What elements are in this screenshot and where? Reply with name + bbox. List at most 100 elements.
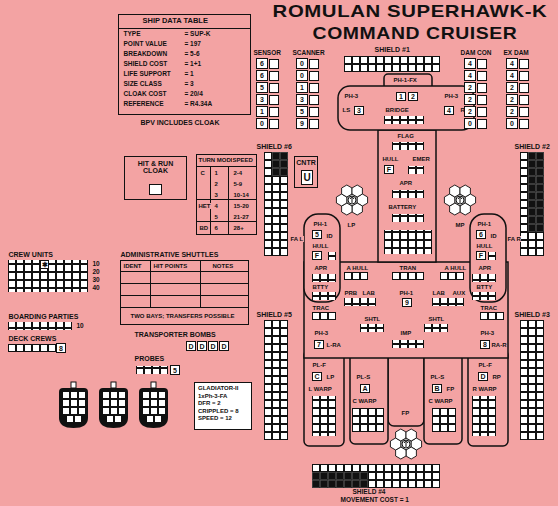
track-checkbox — [270, 96, 279, 105]
system-box: 5 — [312, 230, 322, 239]
hex-cell — [352, 185, 362, 197]
label-text: IDENT — [123, 263, 142, 269]
table-rule — [120, 260, 248, 308]
label-text: ADMINISTRATIVE SHUTTLES — [120, 251, 219, 258]
node-text: 5 — [315, 231, 319, 238]
node-text: 1 — [399, 93, 403, 100]
system-box: 6 — [256, 70, 268, 81]
label-text: SIZE CLASS — [123, 81, 162, 88]
system-box: 9 — [296, 118, 308, 129]
label-text: RA-R — [491, 342, 507, 348]
center-warp — [424, 350, 462, 444]
center-warp — [350, 350, 388, 444]
label-text: FA L — [290, 236, 304, 242]
label-text: BOARDING PARTIES — [8, 313, 79, 320]
track-checkbox — [520, 60, 529, 69]
node-text: 9 — [405, 299, 409, 306]
label-text: = 1+1 — [184, 61, 202, 68]
node-text: 2 — [510, 84, 514, 91]
system-box: 3 — [354, 106, 364, 115]
node-text: 2 — [411, 93, 415, 100]
label-text: BTTY — [312, 284, 329, 290]
system-box: D — [219, 341, 229, 351]
label-text: BRIDGE — [385, 107, 409, 113]
system-box: 9 — [402, 298, 412, 307]
node-text: 0 — [468, 120, 472, 127]
node-text: 4 — [468, 60, 472, 67]
hex-cell — [342, 185, 352, 197]
lab-boxes — [432, 298, 464, 306]
label-text: PH-1 — [399, 290, 414, 296]
system-box: D — [186, 341, 196, 351]
label-text: BD — [199, 225, 209, 231]
hull-tail — [388, 350, 424, 426]
label-text: MP — [455, 222, 465, 228]
hex-cell — [450, 185, 460, 197]
warp-boxes — [312, 396, 336, 436]
hull-boxes — [440, 272, 464, 280]
trac-boxes — [480, 312, 504, 320]
fighter-data-box: GLADIATOR-II1xPh-3-FADFR = 2CRIPPLED = 8… — [194, 382, 252, 430]
battery-boxes — [472, 292, 496, 300]
system-box: 3 — [256, 94, 268, 105]
node-text: 3 — [357, 107, 361, 114]
crew-boxes — [8, 260, 88, 292]
label-text: L WARP — [308, 386, 332, 392]
system-box: D — [208, 341, 218, 351]
hex-cell — [460, 203, 470, 215]
warp-nacelle — [304, 350, 344, 446]
deck-crew-boxes — [8, 344, 56, 352]
node-text: D — [188, 343, 193, 350]
label-text: SHTL — [428, 316, 445, 322]
label-text: PH-3 — [344, 93, 359, 99]
node-text: 5 — [300, 108, 304, 115]
label-text: 20 — [92, 269, 100, 276]
label-text: MOVEMENT COST = 1 — [340, 497, 409, 504]
node-text: 7 — [317, 341, 321, 348]
label-text: 5 — [214, 214, 218, 220]
node-text: U — [303, 173, 310, 183]
system-box: 1 — [296, 82, 308, 93]
shuttle-boxes — [424, 324, 448, 332]
node-text: D — [210, 343, 215, 350]
label-text: SHIELD #5 — [256, 311, 292, 318]
label-text: R WARP — [472, 386, 497, 392]
node-text: 9 — [300, 120, 304, 127]
shuttle-boxes — [360, 324, 384, 332]
system-box: 4 — [444, 106, 454, 115]
launcher-circle — [402, 440, 410, 448]
system-box: 5 — [256, 82, 268, 93]
apr-boxes — [392, 190, 424, 198]
label-text: PH-1-FX — [393, 77, 417, 83]
label-text: LAB — [432, 290, 445, 296]
launcher-circle — [348, 196, 356, 204]
track-checkboxes — [270, 60, 279, 129]
label-text: HIT POINTS — [153, 263, 188, 269]
turn-table-frame — [197, 155, 257, 235]
arc-arrow — [404, 441, 408, 448]
system-box: A — [360, 384, 370, 393]
system-box: 4 — [506, 58, 518, 69]
label-text: BTTY — [476, 284, 493, 290]
track-checkbox — [478, 108, 487, 117]
system-box: 1 — [396, 92, 406, 101]
label-text: RP — [492, 374, 501, 380]
fighter-icon — [59, 382, 88, 428]
table-rule — [196, 166, 256, 234]
label-text: BATTERY — [388, 204, 417, 210]
bridge-boxes — [384, 116, 424, 124]
label-text: HULL — [476, 243, 493, 249]
label-text: = 5-6 — [184, 51, 200, 58]
track-checkboxes — [520, 60, 529, 129]
system-box: B — [432, 384, 442, 393]
node-text: D — [199, 343, 204, 350]
node-text: 3 — [260, 96, 264, 103]
track-checkbox — [310, 60, 319, 69]
node-text: 4 — [468, 72, 472, 79]
arc-arrow — [458, 197, 462, 204]
label-text: 10-14 — [233, 192, 249, 198]
label-text: HET — [198, 203, 211, 209]
label-text: DAM CON — [460, 50, 492, 57]
label-text: APR — [314, 265, 328, 271]
label-text: FP — [401, 410, 410, 416]
